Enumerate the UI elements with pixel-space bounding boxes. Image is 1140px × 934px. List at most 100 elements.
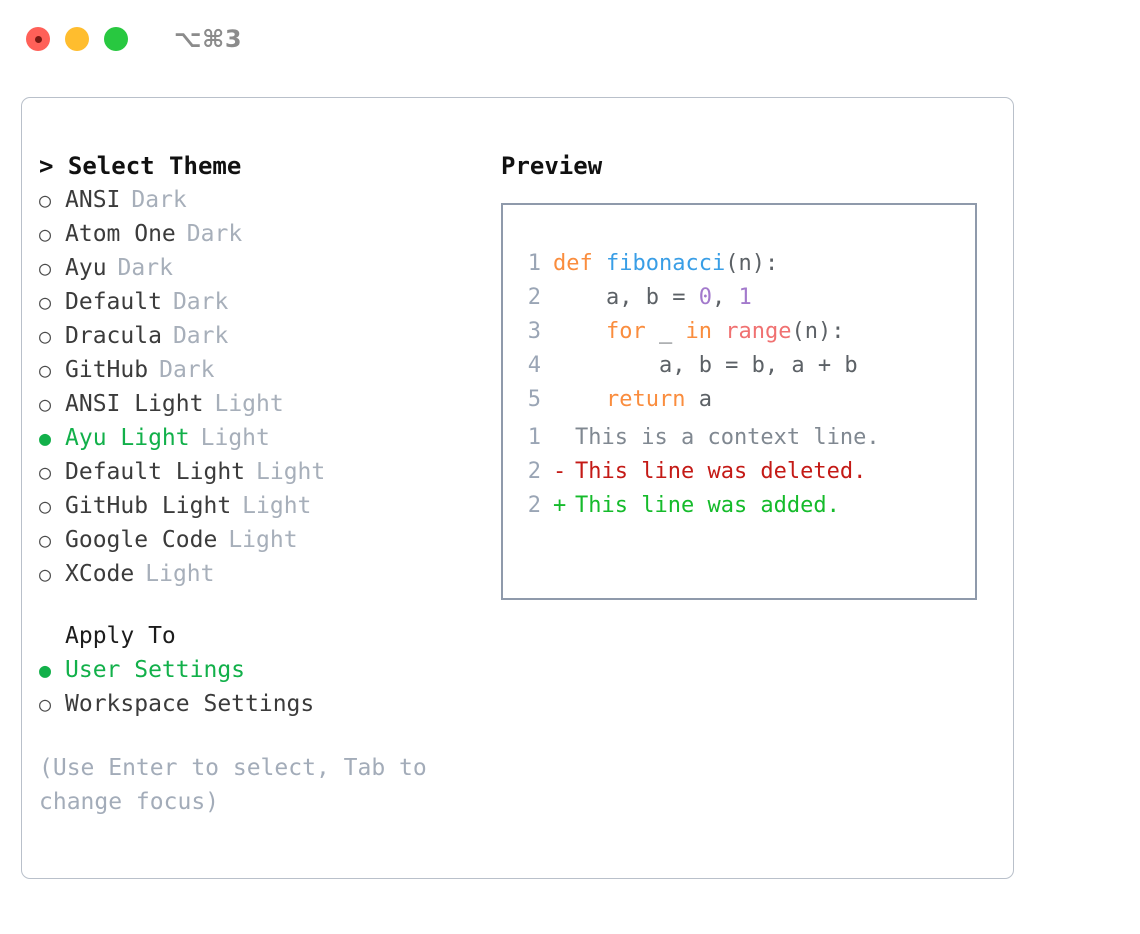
radio-unselected-icon: ○	[39, 562, 52, 586]
theme-variant-tag: Light	[145, 561, 215, 587]
theme-variant-tag: Light	[200, 425, 270, 451]
theme-variant-tag: Dark	[159, 357, 215, 383]
theme-variant-tag: Dark	[172, 323, 229, 349]
theme-name: Default Light	[65, 459, 246, 485]
diff-line-number: 2	[527, 459, 541, 484]
code-line-number: 5	[527, 387, 541, 412]
theme-list-item[interactable]: ○ Default Dark	[39, 285, 479, 319]
radio-unselected-icon: ○	[39, 290, 52, 314]
radio-unselected-icon: ○	[39, 358, 52, 382]
radio-selected-icon: ●	[39, 426, 52, 450]
code-token-pln: (n):	[791, 319, 845, 344]
diff-line: 1 This is a context line.	[515, 421, 967, 455]
select-theme-heading: > Select Theme	[39, 152, 242, 180]
theme-list-item[interactable]: ○ Default Light Light	[39, 455, 479, 489]
code-line-content: for _ in range(n):	[553, 315, 844, 349]
code-token-pln: _	[645, 319, 686, 344]
code-line-number: 3	[527, 319, 541, 344]
radio-unselected-icon: ○	[39, 324, 52, 348]
theme-name: Google Code	[65, 527, 218, 553]
code-line-content: return a	[553, 383, 712, 417]
code-token-pln	[553, 319, 606, 344]
theme-list-item[interactable]: ○ GitHub Dark	[39, 353, 479, 387]
traffic-light-controls	[26, 27, 128, 51]
diff-line-content: This is a context line.	[553, 421, 880, 455]
close-window-button[interactable]	[26, 27, 50, 51]
code-line-number: 4	[527, 353, 541, 378]
diff-line-text: This is a context line.	[575, 425, 880, 450]
code-token-pln: a, b = b, a + b	[553, 353, 858, 378]
apply-to-option[interactable]: ○ Workspace Settings	[39, 687, 479, 721]
diff-line-content: -This line was deleted.	[553, 455, 866, 489]
code-token-pln: (n):	[725, 251, 779, 276]
theme-name: Ayu Light	[65, 425, 190, 451]
minimize-window-button[interactable]	[65, 27, 89, 51]
theme-list-item[interactable]: ○ Dracula Dark	[39, 319, 479, 353]
radio-selected-icon: ●	[39, 658, 52, 682]
theme-list-item[interactable]: ○ Atom One Dark	[39, 217, 479, 251]
theme-name: XCode	[65, 561, 135, 587]
radio-unselected-icon: ○	[39, 692, 52, 716]
code-line-content: a, b = 0, 1	[553, 281, 752, 315]
code-token-fn: fibonacci	[605, 251, 726, 276]
radio-unselected-icon: ○	[39, 460, 52, 484]
code-line: 5 return a	[515, 383, 967, 417]
theme-name: GitHub	[65, 357, 149, 383]
theme-list-item[interactable]: ○ XCode Light	[39, 557, 479, 591]
diff-line-content: +This line was added.	[553, 489, 840, 523]
diff-sign: +	[553, 493, 567, 518]
apply-to-list[interactable]: ●User Settings ○ Workspace Settings	[39, 653, 479, 721]
theme-name: Atom One	[65, 221, 176, 247]
maximize-window-button[interactable]	[104, 27, 128, 51]
code-token-call: range	[725, 319, 792, 344]
radio-unselected-icon: ○	[39, 188, 52, 212]
code-line-number: 2	[527, 285, 541, 310]
code-token-key: return	[605, 387, 686, 412]
theme-variant-tag: Dark	[131, 187, 187, 213]
code-line: 2 a, b = 0, 1	[515, 281, 967, 315]
apply-to-label: Workspace Settings	[65, 691, 315, 717]
theme-variant-tag: Light	[214, 391, 284, 417]
radio-unselected-icon: ○	[39, 528, 52, 552]
theme-name: Dracula	[65, 323, 162, 349]
theme-name: GitHub Light	[65, 493, 232, 519]
theme-name: Default	[65, 289, 162, 315]
apply-to-option[interactable]: ●User Settings	[39, 653, 479, 687]
theme-variant-tag: Light	[256, 459, 326, 485]
apply-to-heading: Apply To	[65, 623, 176, 649]
theme-list-item[interactable]: ○ GitHub Light Light	[39, 489, 479, 523]
theme-variant-tag: Dark	[186, 221, 243, 247]
diff-line-text: This line was deleted.	[575, 459, 867, 484]
code-token-num: 1	[738, 285, 752, 310]
theme-variant-tag: Light	[242, 493, 312, 519]
diff-sample: 1 This is a context line. 2 -This line was…	[515, 421, 967, 523]
radio-unselected-icon: ○	[39, 222, 52, 246]
code-token-key: for	[605, 319, 646, 344]
code-token-pln: ,	[711, 285, 739, 310]
code-line: 4 a, b = b, a + b	[515, 349, 967, 383]
preview-heading: Preview	[501, 152, 603, 180]
code-line-content: a, b = b, a + b	[553, 349, 858, 383]
code-token-pln	[712, 319, 725, 344]
code-token-num: 0	[698, 285, 712, 310]
diff-line-number: 1	[527, 425, 541, 450]
theme-variant-tag: Dark	[172, 289, 229, 315]
keyboard-hint-text: (Use Enter to select, Tab to change focu…	[39, 755, 427, 815]
radio-unselected-icon: ○	[39, 494, 52, 518]
diff-line: 2 -This line was deleted.	[515, 455, 967, 489]
theme-list-item[interactable]: ● Ayu Light Light	[39, 421, 479, 455]
theme-name: Ayu	[65, 255, 107, 281]
diff-line-number: 2	[527, 493, 541, 518]
